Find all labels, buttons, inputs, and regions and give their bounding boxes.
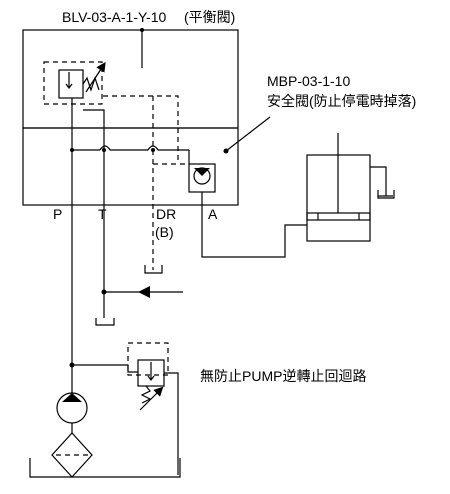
port-dr-label: DR: [156, 206, 176, 222]
safety-valve-name-label: 安全閥(防止停電時掉落): [267, 93, 416, 109]
balance-valve-name-label: (平衡閥): [184, 9, 235, 25]
safety-valve-model-label: MBP-03-1-10: [267, 73, 350, 89]
main-tank-icon: [29, 458, 181, 478]
safety-valve-leader: [225, 116, 271, 152]
relief-valve: [127, 342, 179, 475]
filter-icon: [51, 432, 93, 478]
relief-adjust-arrow-icon: [139, 386, 164, 411]
safety-valve-block: [22, 116, 271, 206]
port-a-label: A: [208, 206, 218, 222]
balance-valve-block: [22, 28, 239, 129]
port-p-label: P: [53, 206, 62, 222]
port-t-label: T: [98, 206, 107, 222]
balance-valve-spool: [58, 69, 84, 99]
pump-icon: [56, 392, 88, 433]
check-circuit-note-label: 無防止PUMP逆轉止回迴路: [200, 368, 366, 384]
port-b-label: (B): [155, 224, 174, 240]
line-relief-return: [164, 372, 179, 475]
flow-arrow-icon: [138, 286, 150, 298]
line-a-to-cylinder: [201, 205, 307, 258]
cylinder-drain-tank-icon: [377, 190, 395, 199]
relief-spring-icon: [140, 385, 152, 404]
balance-spring-icon: [82, 76, 100, 92]
drain-tank-icon: [144, 265, 163, 274]
adjust-arrow-icon: [85, 61, 106, 93]
cylinder-vent-line: [370, 166, 393, 197]
return-tank-icon: [95, 318, 115, 326]
hydraulic-cylinder: [306, 133, 395, 242]
balance-valve-model-label: BLV-03-A-1-Y-10: [62, 9, 166, 25]
